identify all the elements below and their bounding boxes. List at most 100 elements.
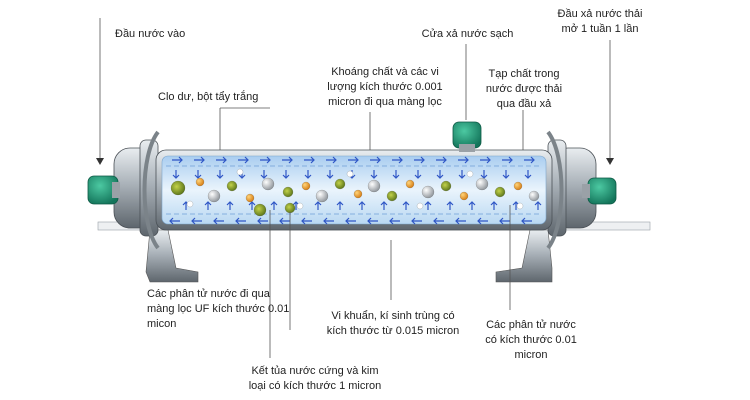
flow-arrow	[279, 217, 290, 225]
particle	[226, 180, 238, 192]
flow-arrow	[370, 170, 378, 179]
flow-arrow	[191, 217, 202, 225]
particle	[195, 177, 205, 187]
clean-flush-label: Cửa xả nước sạch	[421, 28, 514, 40]
flow-arrow	[524, 170, 532, 179]
flow-arrow	[436, 170, 444, 179]
flow-arrow	[282, 170, 290, 179]
flow-arrow	[238, 156, 249, 164]
flow-arrow	[169, 217, 180, 225]
particle	[186, 200, 194, 208]
flow-arrow	[194, 170, 202, 179]
particle	[421, 185, 435, 199]
particle	[405, 179, 415, 189]
water-molecules-uf-label: Các phân tử nước đi qua màng lọc UF kích…	[147, 288, 290, 330]
left-end-cap	[113, 130, 160, 250]
flow-arrow	[490, 201, 498, 210]
flow-arrow	[216, 170, 224, 179]
flow-arrow	[326, 170, 334, 179]
particle	[513, 181, 523, 191]
flow-arrow	[348, 156, 359, 164]
particle	[528, 190, 540, 202]
particle	[516, 202, 524, 210]
flow-arrow	[304, 170, 312, 179]
particle	[367, 179, 381, 193]
flow-arrow	[414, 170, 422, 179]
particle	[282, 186, 294, 198]
particle	[334, 178, 346, 190]
flow-arrow	[392, 170, 400, 179]
flow-arrow	[336, 201, 344, 210]
flow-arrow	[534, 201, 542, 210]
flow-arrow	[194, 156, 205, 164]
flow-arrow	[326, 156, 337, 164]
particle	[466, 170, 474, 178]
flow-arrow	[480, 156, 491, 164]
particle	[236, 168, 244, 176]
flow-arrow	[499, 217, 510, 225]
particle	[494, 186, 506, 198]
flow-arrow	[433, 217, 444, 225]
flow-arrow	[524, 156, 535, 164]
flow-arrow	[226, 201, 234, 210]
flow-arrow	[235, 217, 246, 225]
waste-outlet-port	[582, 177, 617, 205]
flow-arrow	[213, 217, 224, 225]
particle	[475, 177, 489, 191]
particle	[386, 190, 398, 202]
flow-arrow	[270, 201, 278, 210]
particle	[207, 189, 221, 203]
flow-arrow	[260, 156, 271, 164]
flow-arrow	[282, 156, 293, 164]
flow-arrow	[502, 156, 513, 164]
particle	[301, 181, 311, 191]
particle	[440, 180, 452, 192]
inlet-port	[87, 175, 120, 205]
precipitate-label: Kết tủa nước cứng và kim loại có kích th…	[248, 365, 382, 392]
particle	[353, 189, 363, 199]
particle	[261, 177, 275, 191]
chlorine-label: Clo dư, bột tẩy trắng	[158, 91, 259, 103]
flow-arrow	[436, 156, 447, 164]
flow-arrow	[502, 170, 510, 179]
flow-arrow	[414, 156, 425, 164]
flow-arrow	[323, 217, 334, 225]
particle	[459, 191, 469, 201]
flow-arrow	[411, 217, 422, 225]
flow-arrow	[468, 201, 476, 210]
flow-arrow	[458, 170, 466, 179]
flow-arrow	[521, 217, 532, 225]
flow-arrow	[172, 156, 183, 164]
leader-lines	[96, 18, 614, 358]
flow-arrow	[172, 170, 180, 179]
flow-arrow	[314, 201, 322, 210]
left-stand	[145, 229, 199, 283]
flow-arrow	[257, 217, 268, 225]
flow-arrow	[248, 201, 256, 210]
particle	[170, 180, 186, 196]
flow-arrow	[370, 156, 381, 164]
flow-arrow	[402, 201, 410, 210]
clean-flush-port	[452, 121, 482, 152]
uf-membrane-fibres	[166, 165, 542, 215]
water-molecules-label: Các phân tử nước có kích thước 0.01 micr…	[485, 319, 577, 361]
flow-arrow	[204, 201, 212, 210]
flow-arrow	[446, 201, 454, 210]
flow-arrows	[169, 156, 542, 225]
particle	[416, 202, 424, 210]
flow-arrow	[455, 217, 466, 225]
flow-arrow	[216, 156, 227, 164]
particle	[253, 203, 267, 217]
flow-arrow	[367, 217, 378, 225]
flow-arrow	[358, 201, 366, 210]
flow-arrow	[304, 156, 315, 164]
particle	[315, 189, 329, 203]
particle	[296, 202, 304, 210]
flow-arrow	[301, 217, 312, 225]
inlet-label: Đầu nước vào	[115, 28, 186, 40]
flow-arrow	[392, 156, 403, 164]
particle	[245, 193, 255, 203]
particle	[284, 202, 296, 214]
right-end-cap	[546, 130, 597, 250]
